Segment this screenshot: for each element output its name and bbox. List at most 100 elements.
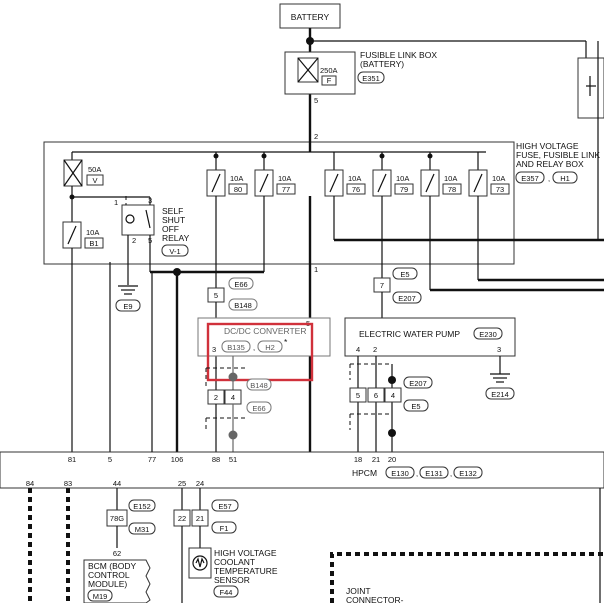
conn-e57-pin-21: 21 (196, 514, 204, 523)
bcm-line-2: CONTROL (88, 570, 130, 580)
dcdc-pin-left: 3 (212, 345, 216, 354)
fuse-73-slash (473, 173, 483, 193)
dcdc-connector-b-badge (257, 340, 283, 353)
hpcm-pin-77: 77 (148, 455, 156, 464)
ground-e214-badge (485, 387, 515, 400)
conn-e57-badge (211, 499, 239, 512)
hv-box-title-1: HIGH VOLTAGE (516, 141, 579, 151)
fuse-b1-code-box (84, 237, 104, 249)
conn-f1-badge (211, 521, 237, 534)
bcm-pin: 62 (113, 549, 121, 558)
pump-pin-b: 2 (373, 345, 377, 354)
thermistor-icon (192, 555, 208, 571)
conn-e5-upper: E5 (400, 270, 409, 279)
hpcm-pin-44: 44 (113, 479, 121, 488)
conn-e57-pin-22: 22 (178, 514, 186, 523)
ground-e9-badge (115, 299, 141, 312)
coolant-sensor-box (188, 547, 212, 579)
fuse-80-rating: 10A (230, 174, 243, 183)
fuse-b1-code: B1 (89, 239, 98, 248)
conn-m31: M31 (135, 525, 150, 534)
hpcm-connector-1: E130 (391, 469, 409, 478)
pump-connector-badge (473, 327, 503, 340)
coolant-sensor-connector-badge (213, 585, 239, 598)
dcdc-asterisk: * (284, 337, 288, 347)
hpcm-pin-20: 20 (388, 455, 396, 464)
conn-e207-lower-badge (403, 376, 433, 389)
pump-splice-dot (388, 376, 396, 384)
relay-connector-badge (161, 244, 189, 257)
coolant-sensor-line-3: TEMPERATURE (214, 566, 278, 576)
hpcm-box (0, 451, 604, 489)
conn-e152: E152 (133, 502, 151, 511)
fuse-76-code-box (346, 183, 366, 195)
dcdc-title: DC/DC CONVERTER (224, 326, 307, 336)
hv-box-connector-b: H1 (560, 174, 570, 183)
fuse-80-code: 80 (234, 185, 242, 194)
hv-box-connector-b-badge (552, 171, 578, 184)
joint-connector-line-2: CONNECTOR- (346, 595, 404, 603)
conn-e66-lower-badge (246, 401, 272, 414)
fuse-b1-rating: 10A (86, 228, 99, 237)
fuse-78-slash (425, 173, 435, 193)
hv-box-terminal-in: 2 (314, 132, 318, 141)
fusible-link-box (284, 51, 356, 95)
conn-e5-upper-pin: 7 (380, 281, 384, 290)
fuse-77-code: 77 (282, 185, 290, 194)
fusible-link-code-box (321, 75, 337, 86)
battery-box (279, 3, 341, 29)
relay-pin-1: 1 (114, 198, 118, 207)
relay-pin-3: 3 (148, 196, 152, 205)
fusible-link-connector: E351 (362, 74, 380, 83)
fusible-link-code: F (327, 76, 332, 85)
dcdc-connector-separator: , (253, 343, 255, 352)
hv-box-connector-a-badge (515, 171, 545, 184)
conn-f1: F1 (220, 524, 229, 533)
hpcm-pin-83: 83 (64, 479, 72, 488)
fusible-link-rating: 250A (320, 66, 338, 75)
fuse-79-slash (377, 173, 387, 193)
relay-label-1: SELF (162, 206, 183, 216)
fusible-link-title-2: (BATTERY) (360, 59, 404, 69)
hpcm-connector-3-badge (453, 466, 483, 479)
conn-e207-pin-4-box (384, 387, 402, 403)
fuse-73-code: 73 (496, 185, 504, 194)
coolant-sensor-line-4: SENSOR (214, 575, 250, 585)
conn-e5-lower-badge (403, 399, 429, 412)
hpcm-pin-106: 106 (171, 455, 184, 464)
relay-coil-icon (125, 214, 135, 224)
fuse-79-code-box (394, 183, 414, 195)
hv-box-connector-separator: , (548, 174, 550, 183)
hv-box-connector-a: E357 (521, 174, 539, 183)
pump-connector: E230 (479, 330, 497, 339)
fuse-76-rating: 10A (348, 174, 361, 183)
coolant-sensor-connector: F44 (220, 588, 233, 597)
ground-e9-connector: E9 (123, 302, 132, 311)
link-50a-x2 (63, 159, 83, 187)
link-50a-code-box (86, 174, 104, 186)
bcm-connector-badge (87, 589, 113, 602)
hv-relay-box (43, 141, 515, 265)
coolant-sensor-line-2: COOLANT (214, 557, 255, 567)
hpcm-connector-2: E131 (425, 469, 443, 478)
conn-e207-pin-6-box (367, 387, 385, 403)
fuse-80-code-box (228, 183, 248, 195)
dcdc-connector-b: H2 (265, 343, 275, 352)
hv-box-terminal-out: 1 (314, 265, 318, 274)
conn-b148-pin-4: 4 (231, 393, 235, 402)
fuse-73-rating: 10A (492, 174, 505, 183)
hpcm-pin-25: 25 (178, 479, 186, 488)
hpcm-pin-24: 24 (196, 479, 204, 488)
dcdc-lower-splice (228, 430, 238, 440)
fuse-78-code-box (442, 183, 462, 195)
hpcm-pin-21: 21 (372, 455, 380, 464)
relay-label-4: RELAY (162, 233, 190, 243)
hpcm-connector-sep-1: , (416, 469, 418, 478)
hpcm-label: HPCM (352, 468, 377, 478)
pump-title: ELECTRIC WATER PUMP (359, 329, 460, 339)
hv-box-title-3: AND RELAY BOX (516, 159, 584, 169)
hpcm-pin-81: 81 (68, 455, 76, 464)
fuse-77-slash (259, 173, 269, 193)
relay-pin-2: 2 (132, 236, 136, 245)
conn-e5-lower: E5 (411, 402, 420, 411)
